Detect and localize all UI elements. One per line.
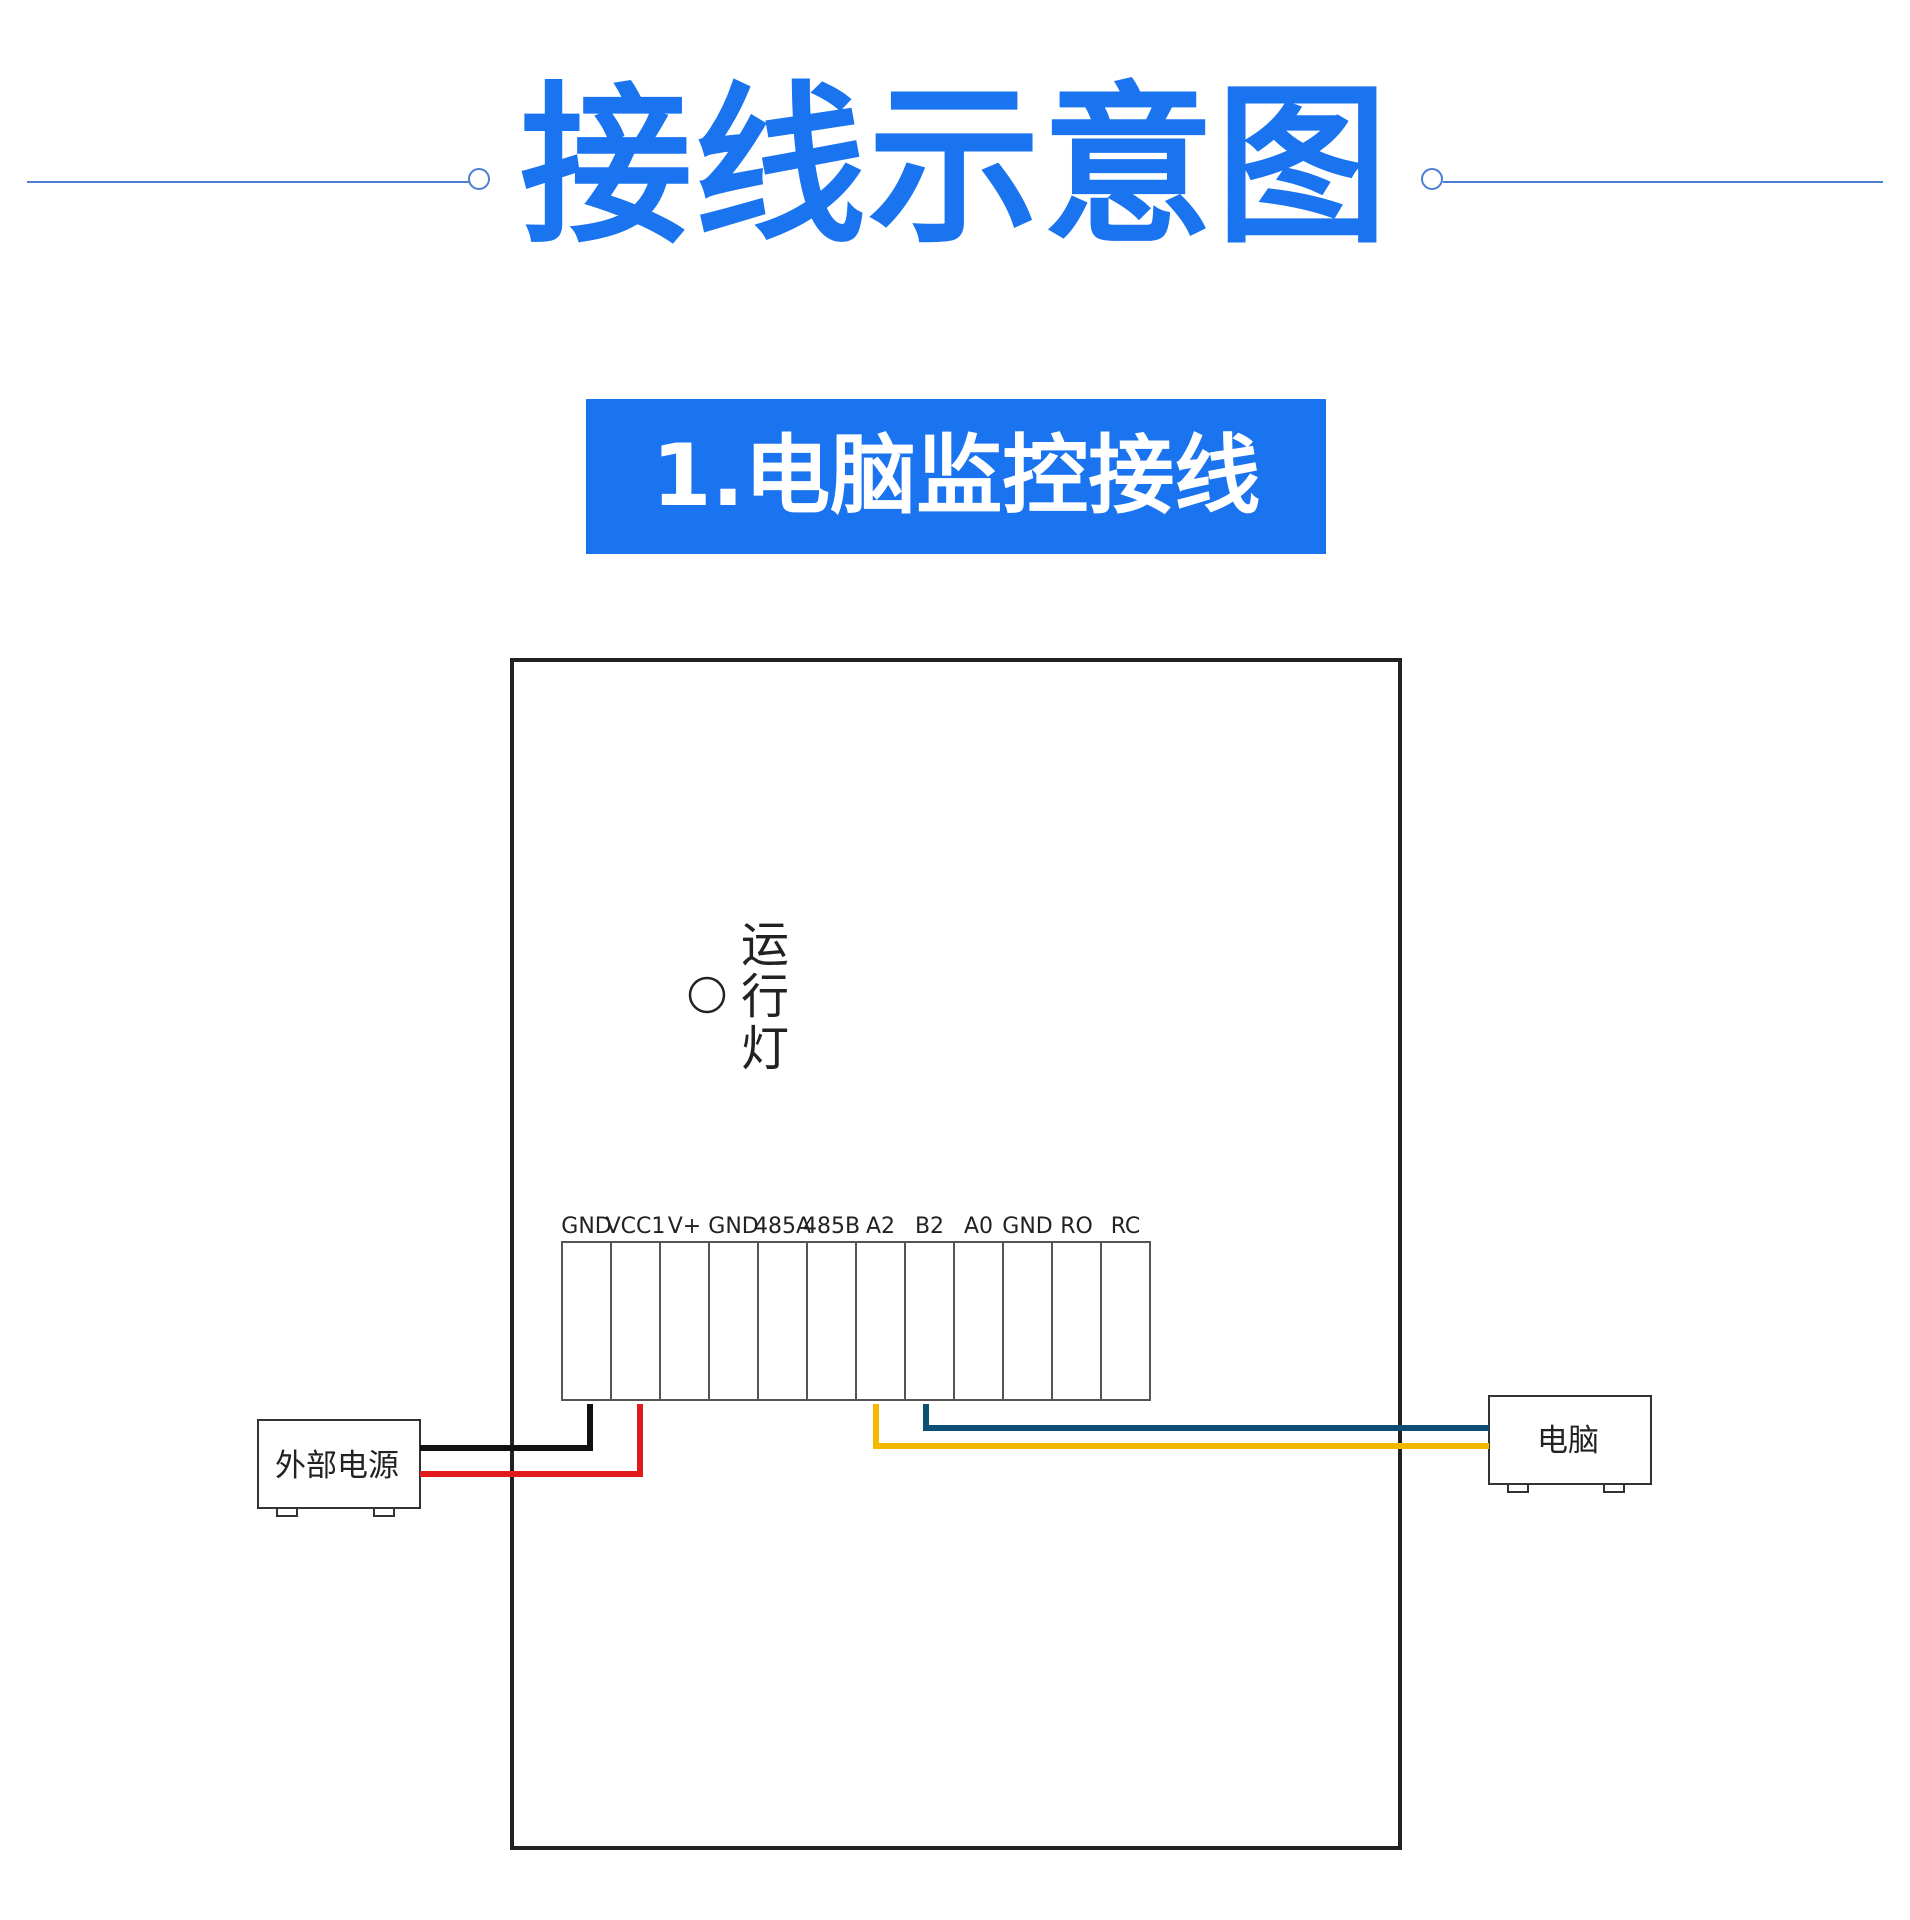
section-title: 1.电脑监控接线 xyxy=(651,426,1261,526)
external-power-frame xyxy=(257,1419,421,1509)
computer-box: 电脑 xyxy=(1488,1395,1652,1493)
terminal-slot-8 xyxy=(953,1241,1004,1401)
terminal-slot-7 xyxy=(904,1241,955,1401)
header-circle-right-icon xyxy=(1421,168,1443,190)
external-power-foot-right xyxy=(373,1507,395,1517)
terminal-label-11: RC xyxy=(1111,1214,1141,1239)
computer-foot-left xyxy=(1507,1483,1529,1493)
terminal-slot-2 xyxy=(659,1241,710,1401)
wire-vcc1 xyxy=(420,1404,643,1477)
terminal-slot-3 xyxy=(708,1241,759,1401)
computer-frame xyxy=(1488,1395,1652,1485)
terminal-label-8: A0 xyxy=(964,1214,993,1239)
terminal-label-5: 485B xyxy=(803,1214,860,1239)
external-power-label: 外部电源 xyxy=(275,1448,399,1484)
terminal-label-0: GND xyxy=(561,1214,611,1239)
terminal-slot-4 xyxy=(757,1241,808,1401)
terminal-slot-1 xyxy=(610,1241,661,1401)
terminal-slot-11 xyxy=(1100,1241,1151,1401)
section-banner: 1.电脑监控接线 xyxy=(586,399,1326,554)
wire-gnd xyxy=(420,1404,593,1451)
terminal-slot-9 xyxy=(1002,1241,1053,1401)
page-title: 接线示意图 xyxy=(520,66,1390,267)
header-line-left xyxy=(27,181,472,183)
header-circle-left-icon xyxy=(468,168,490,190)
terminal-slot-5 xyxy=(806,1241,857,1401)
terminal-label-4: 485A xyxy=(754,1214,811,1239)
terminal-label-2: V+ xyxy=(668,1214,701,1239)
external-power-foot-left xyxy=(276,1507,298,1517)
terminal-slot-6 xyxy=(855,1241,906,1401)
external-power-box: 外部电源 xyxy=(257,1419,421,1517)
wire-b2 xyxy=(923,1404,1489,1431)
run-light-indicator-icon xyxy=(688,976,726,1014)
run-light-label-3: 灯 xyxy=(741,1021,789,1077)
terminal-label-9: GND xyxy=(1002,1214,1052,1239)
computer-label: 电脑 xyxy=(1537,1423,1599,1459)
terminal-label-1: VCC1 xyxy=(606,1214,666,1239)
terminal-label-6: A2 xyxy=(866,1214,895,1239)
terminal-slot-0 xyxy=(561,1241,612,1401)
run-light-label-1: 运 xyxy=(741,917,789,973)
run-light-label-2: 行 xyxy=(741,969,789,1025)
terminal-label-3: GND xyxy=(708,1214,758,1239)
terminal-label-7: B2 xyxy=(915,1214,944,1239)
header-line-right xyxy=(1443,181,1883,183)
wire-a2 xyxy=(873,1404,1489,1449)
terminal-label-10: RO xyxy=(1060,1214,1093,1239)
terminal-slot-10 xyxy=(1051,1241,1102,1401)
computer-foot-right xyxy=(1603,1483,1625,1493)
